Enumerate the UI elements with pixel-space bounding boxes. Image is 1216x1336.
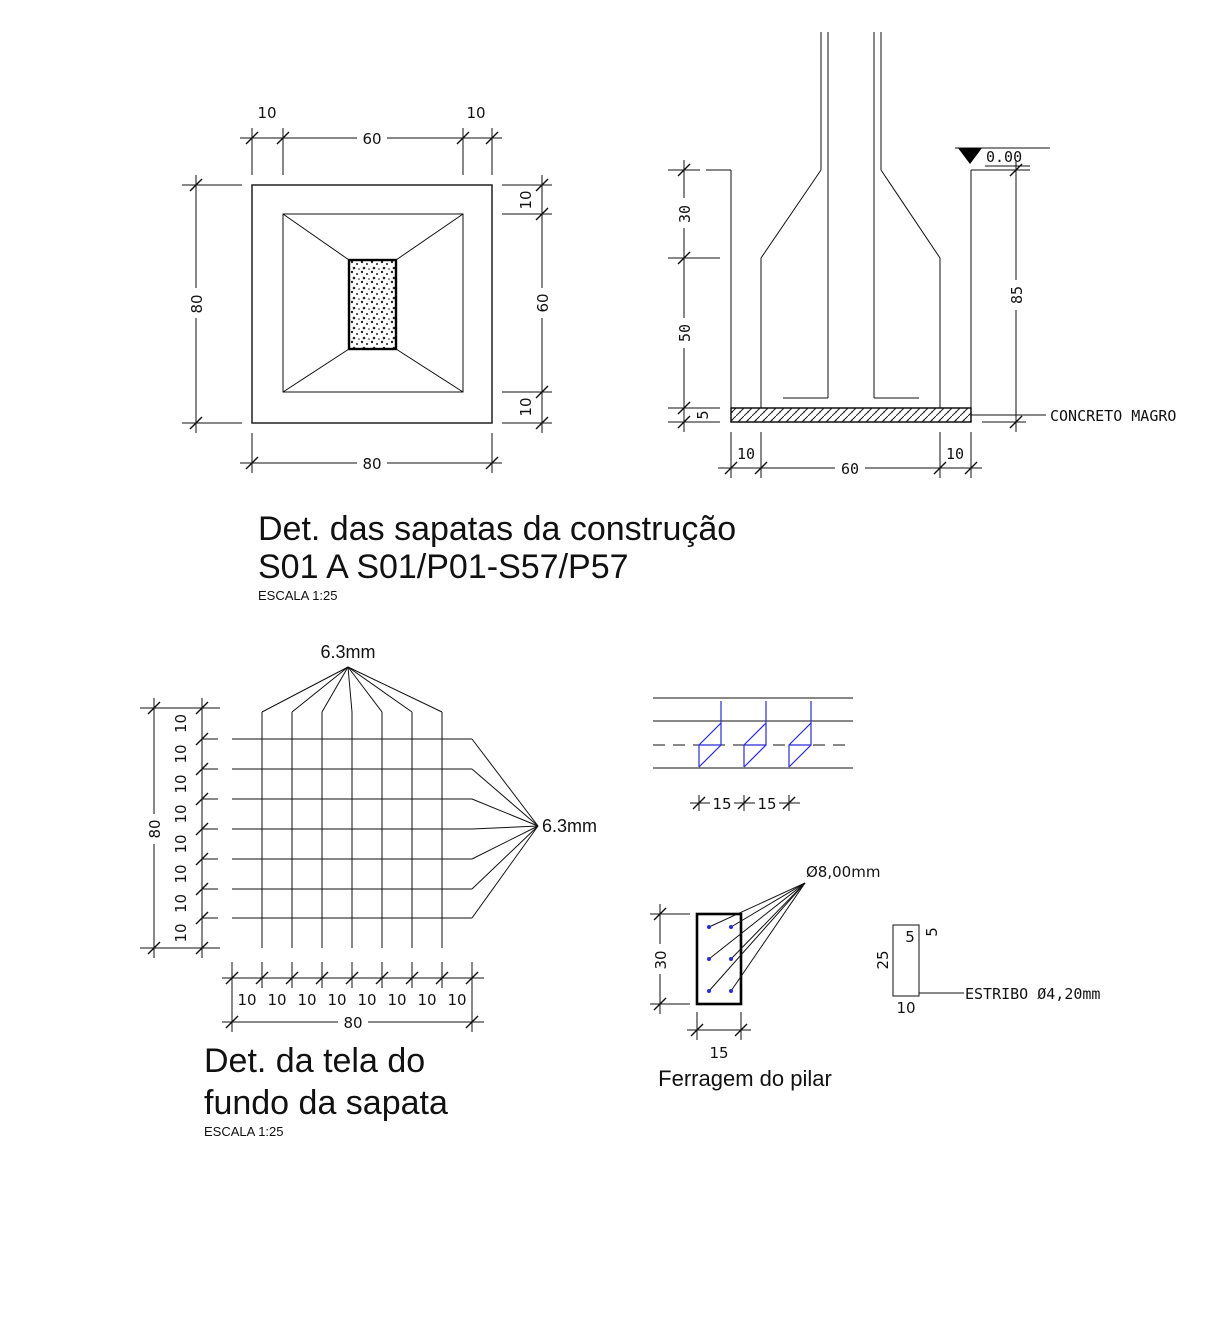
dim-column-width: 15 <box>709 1044 728 1062</box>
dim-mesh-left-spacing: 10 <box>172 744 190 763</box>
title-mesh-scale: ESCALA 1:25 <box>204 1124 284 1139</box>
dim-section-bottom-60: 60 <box>841 460 859 478</box>
stirrup-side-dim: 5 <box>923 927 941 937</box>
stirrup-width-dim: 10 <box>896 999 915 1017</box>
dim-plan-right-60: 60 <box>534 293 552 312</box>
dim-mesh-left-spacing: 10 <box>172 804 190 823</box>
stirrup-detail: 5 5 25 10 ESTRIBO Ø4,20mm <box>874 924 1100 1017</box>
dim-mesh-bottom-spacing: 10 <box>357 991 376 1009</box>
column-section <box>347 258 398 351</box>
dim-column-height: 30 <box>652 950 670 969</box>
dim-mesh-bottom-spacing: 10 <box>417 991 436 1009</box>
mesh-left-dimension: 80 10 10 10 10 10 10 10 10 <box>140 698 220 958</box>
dim-plan-top-left-10: 10 <box>257 104 276 122</box>
dim-mesh-left-spacing: 10 <box>172 774 190 793</box>
title-block-footing: Det. das sapatas da construção S01 A S01… <box>258 510 736 603</box>
mesh-bottom-dimension: 80 10 10 10 10 10 10 10 10 <box>222 962 484 1032</box>
dim-mesh-bottom-spacing: 10 <box>237 991 256 1009</box>
dim-mesh-bottom-spacing: 10 <box>267 991 286 1009</box>
concrete-label: CONCRETO MAGRO <box>1050 407 1176 425</box>
dim-section-50: 50 <box>676 324 694 342</box>
dim-plan-top-right-10: 10 <box>466 104 485 122</box>
level-marker: 0.00 <box>955 147 1050 167</box>
mesh-bars <box>232 666 539 948</box>
section-bottom-dimension: 10 60 10 <box>718 432 982 478</box>
dim-mesh-left-spacing: 10 <box>172 894 190 913</box>
title-footing-line1: Det. das sapatas da construção <box>258 510 736 548</box>
mesh-right-bar-label: 6.3mm <box>542 816 597 836</box>
footing-plan-view: 10 10 60 80 10 60 10 <box>182 104 552 473</box>
lean-concrete-layer <box>730 407 972 423</box>
dim-mesh-bottom-spacing: 10 <box>327 991 346 1009</box>
plan-bottom-dimension: 80 <box>240 433 502 473</box>
dim-stirrup-spacing-1: 15 <box>712 795 731 813</box>
plan-top-dimension: 10 10 60 <box>240 104 502 175</box>
level-value: 0.00 <box>986 148 1022 166</box>
section-right-dimension: 85 <box>982 160 1026 432</box>
title-mesh-line1: Det. da tela do <box>204 1042 425 1080</box>
dim-mesh-bottom-spacing: 10 <box>447 991 466 1009</box>
dim-mesh-left-spacing: 10 <box>172 864 190 883</box>
dim-section-5: 5 <box>694 410 712 419</box>
stirrup-height-dim: 25 <box>874 950 892 969</box>
dim-section-85: 85 <box>1008 286 1026 304</box>
dim-plan-top-60: 60 <box>362 130 381 148</box>
dim-mesh-bottom-spacing: 10 <box>387 991 406 1009</box>
dim-section-bottom-10-right: 10 <box>946 445 964 463</box>
stirrup-elevation: 15 15 <box>653 697 853 813</box>
dim-stirrup-spacing-2: 15 <box>757 795 776 813</box>
dim-plan-bottom-80: 80 <box>362 455 381 473</box>
footing-top-outline <box>282 213 464 393</box>
title-footing-line2: S01 A S01/P01-S57/P57 <box>258 548 629 586</box>
footing-outline <box>251 184 493 424</box>
plan-left-dimension: 80 <box>182 175 242 433</box>
dim-plan-right-10-bottom: 10 <box>517 397 535 416</box>
dim-plan-right-10-top: 10 <box>517 190 535 209</box>
dim-mesh-bottom-80: 80 <box>343 1014 362 1032</box>
dim-section-30: 30 <box>676 205 694 223</box>
dim-mesh-left-spacing: 10 <box>172 834 190 853</box>
dim-plan-left-80: 80 <box>188 294 206 313</box>
mesh-top-bar-label: 6.3mm <box>320 642 375 662</box>
stirrup-top-dim: 5 <box>905 928 915 946</box>
column-reinforcement: Ø8,00mm 30 15 Ferragem do pilar <box>650 863 880 1091</box>
column-rebar-section <box>695 912 743 1006</box>
column-bar-label: Ø8,00mm <box>806 863 880 881</box>
footing-section-view: 0.00 30 50 5 85 <box>668 32 1176 478</box>
title-block-mesh: Det. da tela do fundo da sapata ESCALA 1… <box>204 1042 448 1139</box>
stirrup-label: ESTRIBO Ø4,20mm <box>965 985 1100 1003</box>
title-mesh-line2: fundo da sapata <box>204 1084 448 1122</box>
column-caption: Ferragem do pilar <box>658 1066 832 1091</box>
title-footing-scale: ESCALA 1:25 <box>258 588 338 603</box>
dim-mesh-bottom-spacing: 10 <box>297 991 316 1009</box>
reinforcement-mesh: 6.3mm 6.3mm 80 10 10 10 10 10 10 10 10 80 10 10 1… <box>140 642 597 1032</box>
dim-mesh-left-spacing: 10 <box>172 923 190 942</box>
dim-mesh-left-spacing: 10 <box>172 714 190 733</box>
dim-section-bottom-10-left: 10 <box>737 445 755 463</box>
plan-right-dimension: 10 60 10 <box>502 175 552 433</box>
section-left-dimension: 30 50 5 <box>668 160 720 432</box>
dim-mesh-left-80: 80 <box>146 819 164 838</box>
